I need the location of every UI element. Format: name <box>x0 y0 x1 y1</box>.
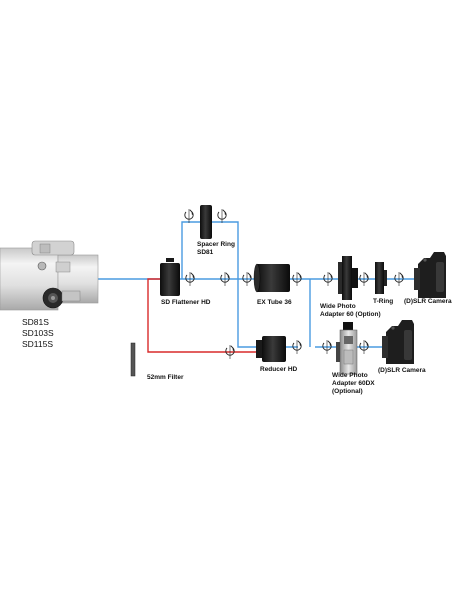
spacer-ring-sd81 <box>200 205 212 239</box>
model-sd103s: SD103S <box>22 328 54 338</box>
label-wide-adapter-60dx-line3: (Optional) <box>332 388 363 395</box>
rotation-arrow-icon <box>217 208 227 224</box>
label-camera-bottom: (D)SLR Camera <box>378 367 426 374</box>
model-sd81s: SD81S <box>22 317 49 327</box>
label-wide-adapter-60-line1: Wide Photo <box>320 303 356 310</box>
label-wide-adapter-60dx-line1: Wide Photo <box>332 372 368 379</box>
rotation-arrow-icon <box>184 208 194 224</box>
light-path-red <box>147 278 262 353</box>
wide-photo-adapter-60 <box>338 256 358 300</box>
label-wide-adapter-60-line2: Adapter 60 (Option) <box>320 311 381 318</box>
label-filter: 52mm Filter <box>147 374 184 381</box>
telescope <box>0 240 99 311</box>
dslr-camera-bottom <box>382 320 414 364</box>
label-t-ring: T-Ring <box>373 298 394 305</box>
label-wide-adapter-60: Wide Photo Adapter 60 (Option) <box>320 303 381 319</box>
filter-branch <box>147 278 262 353</box>
ex-tube-36 <box>253 263 290 293</box>
model-sd115s: SD115S <box>22 339 54 349</box>
label-spacer-ring: Spacer Ring SD81 <box>197 241 235 257</box>
filter-52mm <box>130 342 136 377</box>
wide-photo-adapter-60dx <box>336 322 358 375</box>
label-wide-adapter-60dx-line2: Adapter 60DX <box>332 380 375 387</box>
sd-flattener-hd <box>160 258 180 296</box>
lock-screw-icon <box>37 261 47 271</box>
t-ring <box>375 262 387 294</box>
label-ex-tube: EX Tube 36 <box>257 299 292 306</box>
label-camera-top: (D)SLR Camera <box>404 298 452 305</box>
label-spacer-ring-line2: SD81 <box>197 249 214 256</box>
rotation-arrows <box>184 208 404 360</box>
reducer-hd <box>256 336 286 362</box>
label-wide-adapter-60dx: Wide Photo Adapter 60DX (Optional) <box>332 372 375 396</box>
dslr-camera-top <box>414 252 446 298</box>
label-spacer-ring-line1: Spacer Ring <box>197 241 235 248</box>
label-sd-flattener: SD Flattener HD <box>161 299 211 306</box>
label-reducer: Reducer HD <box>260 366 298 373</box>
